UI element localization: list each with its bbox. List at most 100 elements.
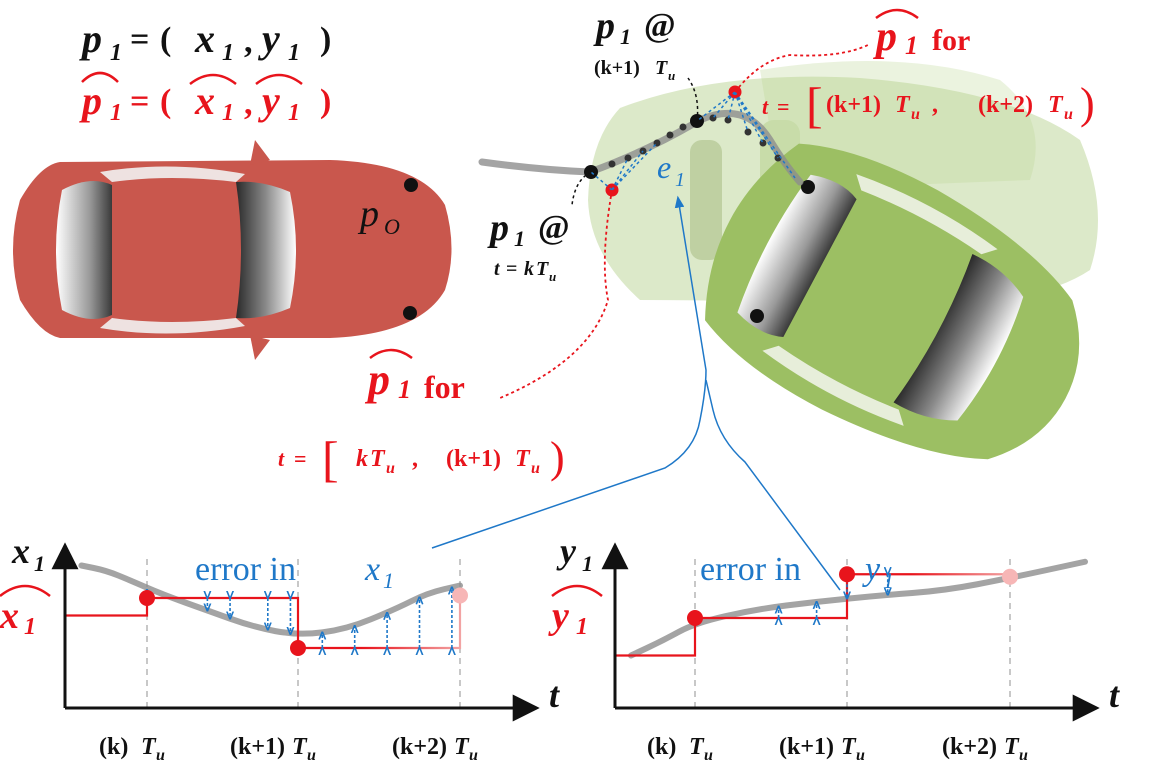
- x-tick-T-2: T: [454, 734, 470, 760]
- p1hat-next-u1: u: [911, 106, 920, 123]
- x-tick-u-1: u: [307, 747, 316, 764]
- p1hat-cur-k: k: [356, 446, 368, 472]
- p1-next-time-k: (k+1): [594, 57, 640, 79]
- chart-title-sub: 1: [383, 568, 394, 593]
- x-tick-label-2: (k+2): [392, 734, 447, 760]
- yhat-label: x: [0, 595, 19, 637]
- p1hat-cur-sub: 1: [398, 375, 411, 404]
- x-tick-T-1: T: [292, 734, 308, 760]
- p1hat-y-sub: 1: [288, 100, 300, 126]
- p1-comma: ,: [244, 23, 253, 60]
- truth-curve: [78, 562, 463, 637]
- chart-title-var: y: [862, 551, 881, 588]
- yhat-label-sub: 1: [24, 614, 36, 640]
- green-car-sensor-bottom: [750, 309, 764, 323]
- p1hat-next-comma: ,: [932, 92, 938, 118]
- p1-next-p: p: [593, 5, 615, 47]
- p1hat-x: x: [194, 78, 215, 123]
- p1-paren-close: ): [320, 21, 331, 58]
- y-axis-label: x: [11, 531, 30, 571]
- p1-cur-t: t: [494, 258, 501, 280]
- p1hat-cur-u1: u: [531, 460, 540, 477]
- sample-point-1: [290, 640, 306, 656]
- p1-y-sub: 1: [288, 40, 300, 66]
- trajectory: [431, 44, 869, 591]
- yhat-label-sub: 1: [576, 614, 588, 640]
- p1hat-next-u2: u: [1064, 106, 1073, 123]
- p1-next-time-u: u: [668, 68, 675, 83]
- p1-cur-at: @: [538, 209, 570, 246]
- p1hat-cur-p: p: [364, 355, 390, 404]
- p1hat-next-t: t: [762, 94, 769, 119]
- sensor-point-front-bottom: [403, 306, 417, 320]
- p1-label-sub: 1: [110, 40, 122, 66]
- p1hat-cur-k1: (k+1): [446, 446, 501, 472]
- x-tick-u-2: u: [469, 747, 478, 764]
- green-car-sensor-top: [801, 180, 815, 194]
- yhat-hat: [0, 584, 51, 597]
- p1hat-next-T1: T: [895, 92, 911, 118]
- p1hat-cur-close: ): [550, 433, 565, 482]
- p1-next-at: @: [644, 7, 676, 44]
- sample-point-2: [1002, 568, 1018, 585]
- formula-labels: p 1 = ( x 1 , y 1 ) p 1 = ( x 1 , y 1 ) …: [79, 5, 1095, 487]
- x-tick-u-1: u: [856, 747, 865, 764]
- x-tick-T-0: T: [689, 734, 705, 760]
- sensor-point-front-top: [404, 178, 418, 192]
- chart-title: error in: [700, 551, 801, 588]
- p1-cur-p: p: [487, 207, 509, 249]
- p1hat-paren-close: ): [320, 83, 331, 120]
- sample-point-0: [687, 610, 703, 626]
- y-axis-label-sub: 1: [582, 551, 593, 576]
- x-tick-label-0: (k): [99, 734, 128, 760]
- p1hat-next-for: for: [932, 24, 970, 57]
- e1-label-e: e: [657, 149, 671, 185]
- y-axis-label: y: [556, 531, 577, 571]
- x-tick-label-1: (k+1): [779, 734, 834, 760]
- y-axis-label-sub: 1: [34, 551, 45, 576]
- p1hat-next-sub: 1: [905, 31, 918, 60]
- sample-point-0: [139, 590, 155, 606]
- p1-y: y: [258, 16, 280, 61]
- x-tick-u-0: u: [704, 747, 713, 764]
- p1-paren-open: (: [160, 21, 171, 58]
- x-tick-u-2: u: [1019, 747, 1028, 764]
- x-tick-T-0: T: [141, 734, 157, 760]
- x-tick-T-2: T: [1004, 734, 1020, 760]
- p1-next-time-T: T: [655, 57, 668, 79]
- p1hat-paren-open: (: [160, 83, 171, 120]
- p1hat-y: y: [258, 78, 280, 123]
- p1-eq: =: [130, 21, 149, 58]
- po-label-p: p: [357, 193, 379, 235]
- x-tick-label-1: (k+1): [230, 734, 285, 760]
- p1-cur-T: T: [536, 258, 549, 280]
- p1-cur-k: k: [524, 258, 534, 280]
- p1hat-x-sub: 1: [222, 100, 234, 126]
- p1-x: x: [194, 16, 215, 61]
- p1hat-eq: =: [130, 83, 149, 120]
- p1hat-next-eq: =: [777, 94, 790, 119]
- red-car: [13, 140, 452, 360]
- p1hat-cur-t: t: [278, 446, 285, 471]
- p1hat-next-T2: T: [1048, 92, 1064, 118]
- p1hat-cur-eq: =: [294, 446, 307, 471]
- p1hat-cur-for: for: [424, 369, 465, 405]
- p1hat-cur-T1: T: [515, 446, 531, 472]
- p1-x-sub: 1: [222, 40, 234, 66]
- p1hat-next-k1: (k+1): [826, 92, 881, 118]
- p1hat-cur-bracket: [: [322, 431, 339, 487]
- chart-title: error in: [195, 551, 296, 588]
- p1hat-cur-u: u: [386, 460, 395, 477]
- po-label-sub: O: [384, 214, 400, 239]
- sample-point-2: [452, 587, 468, 604]
- yhat-label: y: [548, 595, 569, 637]
- x-tick-label-2: (k+2): [942, 734, 997, 760]
- x-tick-T-1: T: [841, 734, 857, 760]
- x-axis-label: t: [1109, 675, 1120, 715]
- p1-cur-sub: 1: [514, 226, 525, 251]
- p1-cur-eq: =: [506, 258, 517, 280]
- p1hat-sub: 1: [110, 100, 122, 126]
- x-axis-label: t: [549, 675, 560, 715]
- p1hat-next-k2: (k+2): [978, 92, 1033, 118]
